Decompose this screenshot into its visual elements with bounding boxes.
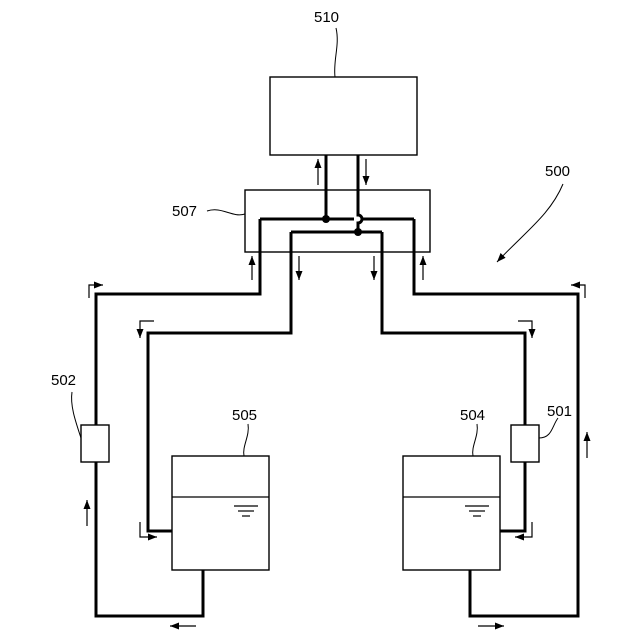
tank-right-label: 504 [460, 407, 485, 424]
tank-right-leader-line [473, 424, 478, 456]
tank-right-box [403, 456, 500, 570]
sensor-left-box [81, 425, 109, 462]
tank-left-box [172, 456, 269, 570]
sensor-right-leader-line [539, 418, 558, 438]
sensor-right-box [511, 425, 539, 462]
junction-dot-right [354, 228, 362, 236]
system-pointer-arrow [497, 184, 563, 262]
controller-box [270, 77, 417, 155]
controller-leader-line [335, 28, 338, 77]
controller-label: 510 [314, 9, 339, 26]
sensor-left-leader-line [72, 392, 81, 438]
system-label: 500 [545, 163, 570, 180]
sensor-left-label: 502 [51, 372, 76, 389]
junction-dot-left [322, 215, 330, 223]
tank-left-label: 505 [232, 407, 257, 424]
switch-unit-box [245, 190, 430, 252]
switch-unit-leader-line [207, 210, 245, 215]
sensor-right-label: 501 [547, 403, 572, 420]
tank-left-leader-line [244, 424, 249, 456]
switch-unit-label: 507 [172, 203, 197, 220]
